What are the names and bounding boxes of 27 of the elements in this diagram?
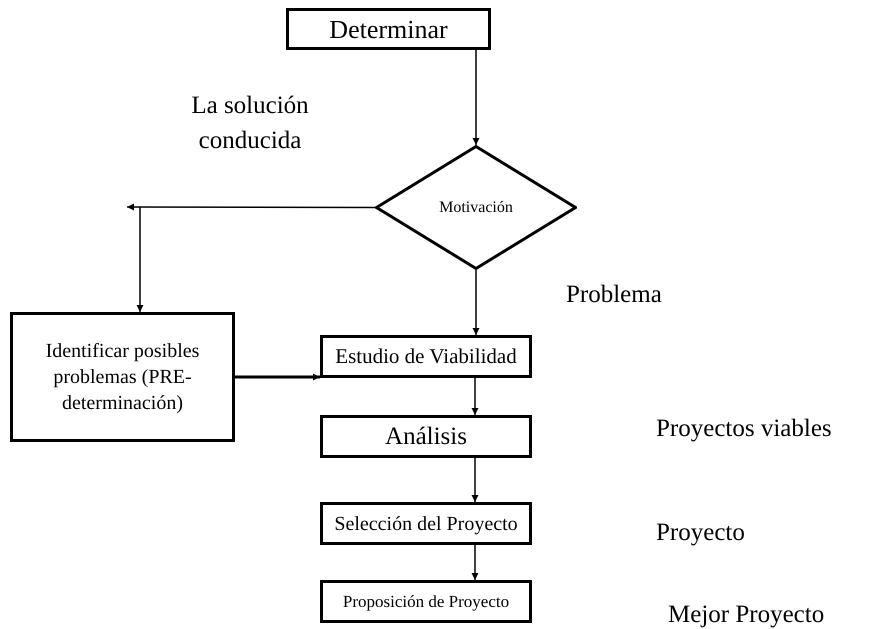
annotation-text: Proyectos viables <box>656 414 832 444</box>
arrow <box>472 378 478 415</box>
process-box <box>10 312 235 442</box>
arrow <box>136 207 144 312</box>
node-text: Proposición de Proyecto <box>342 590 510 613</box>
process-box <box>286 8 491 50</box>
arrow <box>127 204 375 211</box>
arrow <box>472 50 480 145</box>
node-text: Determinar <box>329 14 448 46</box>
annotation-text: Proyecto <box>656 518 745 548</box>
annotation-text: La solución conducida <box>190 91 310 156</box>
arrow <box>472 545 478 580</box>
process-box <box>320 580 532 623</box>
node-text: Selección del Proyecto <box>334 512 518 536</box>
arrow <box>472 270 480 335</box>
node-text: Análisis <box>385 422 467 452</box>
node-text: Motivación <box>439 198 513 218</box>
process-box <box>320 502 532 545</box>
process-box <box>320 415 532 458</box>
process-box <box>320 335 532 378</box>
annotation-text: Mejor Proyecto <box>668 600 824 629</box>
decision-diamond <box>375 145 577 270</box>
node-text: Estudio de Viabilidad <box>335 342 517 370</box>
arrow <box>235 374 320 380</box>
annotation-text: Problema <box>566 280 662 310</box>
arrow <box>472 458 478 502</box>
node-text: Identificar posibles problemas (PRE-determinación) <box>44 339 200 416</box>
